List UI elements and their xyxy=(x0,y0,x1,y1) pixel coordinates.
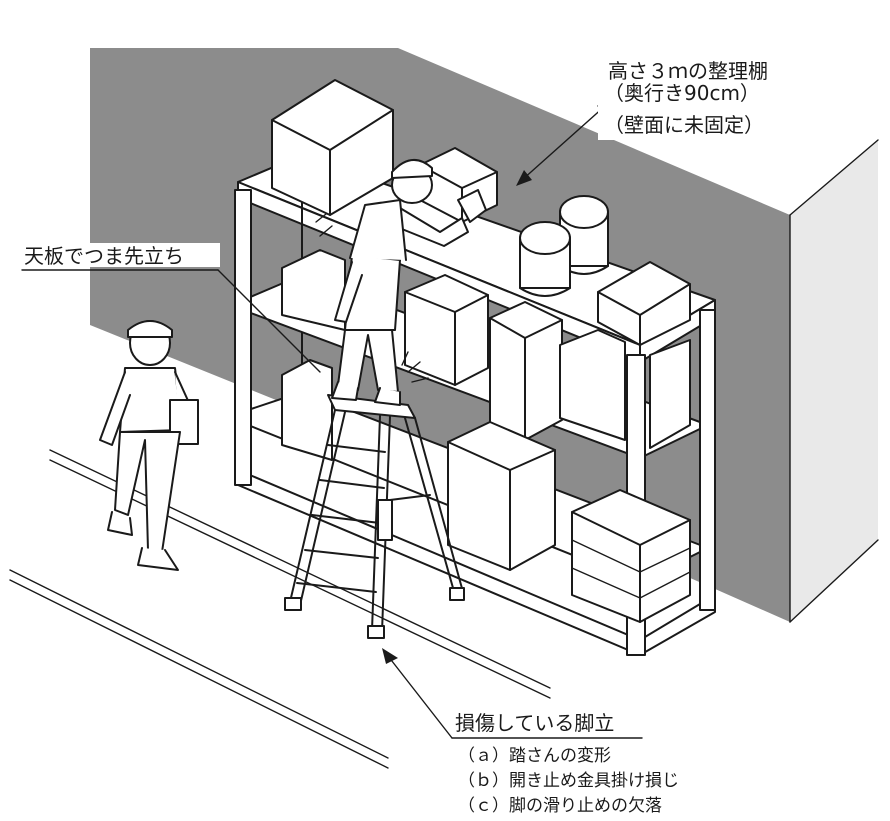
ladder-arrow-line xyxy=(387,655,453,739)
ladder-defect-c: （ｃ）脚の滑り止めの欠落 xyxy=(458,796,662,816)
ladder-label-title: 損傷している脚立 xyxy=(455,711,614,735)
stepladder xyxy=(284,394,465,639)
ladder-arrowhead xyxy=(382,648,398,664)
shelf-label-line1: 高さ３ｍの整理棚 xyxy=(608,59,768,83)
ladder-defect-a: （ａ）踏さんの変形 xyxy=(458,746,611,766)
tiptoe-pointer-line xyxy=(217,269,321,373)
pointer-lines xyxy=(21,105,779,739)
worker-walking xyxy=(99,320,199,571)
ladder-defect-b: （ｂ）開き止め金具掛け損じ xyxy=(458,771,679,791)
cylinder-front xyxy=(519,221,571,297)
shelf-arrow-line xyxy=(521,105,606,181)
shelf-boxes xyxy=(271,79,691,623)
shelf-label-line3: （壁面に未固定） xyxy=(604,113,764,137)
worker-on-ladder xyxy=(315,159,487,406)
annotations: 高さ３ｍの整理棚 （奥行き90cm） （壁面に未固定） 天板でつま先立ち 損傷し… xyxy=(20,56,788,816)
shelf-arrowhead xyxy=(516,170,532,186)
shelf-label-line2: （奥行き90cm） xyxy=(604,81,760,105)
tiptoe-label: 天板でつま先立ち xyxy=(24,244,184,268)
